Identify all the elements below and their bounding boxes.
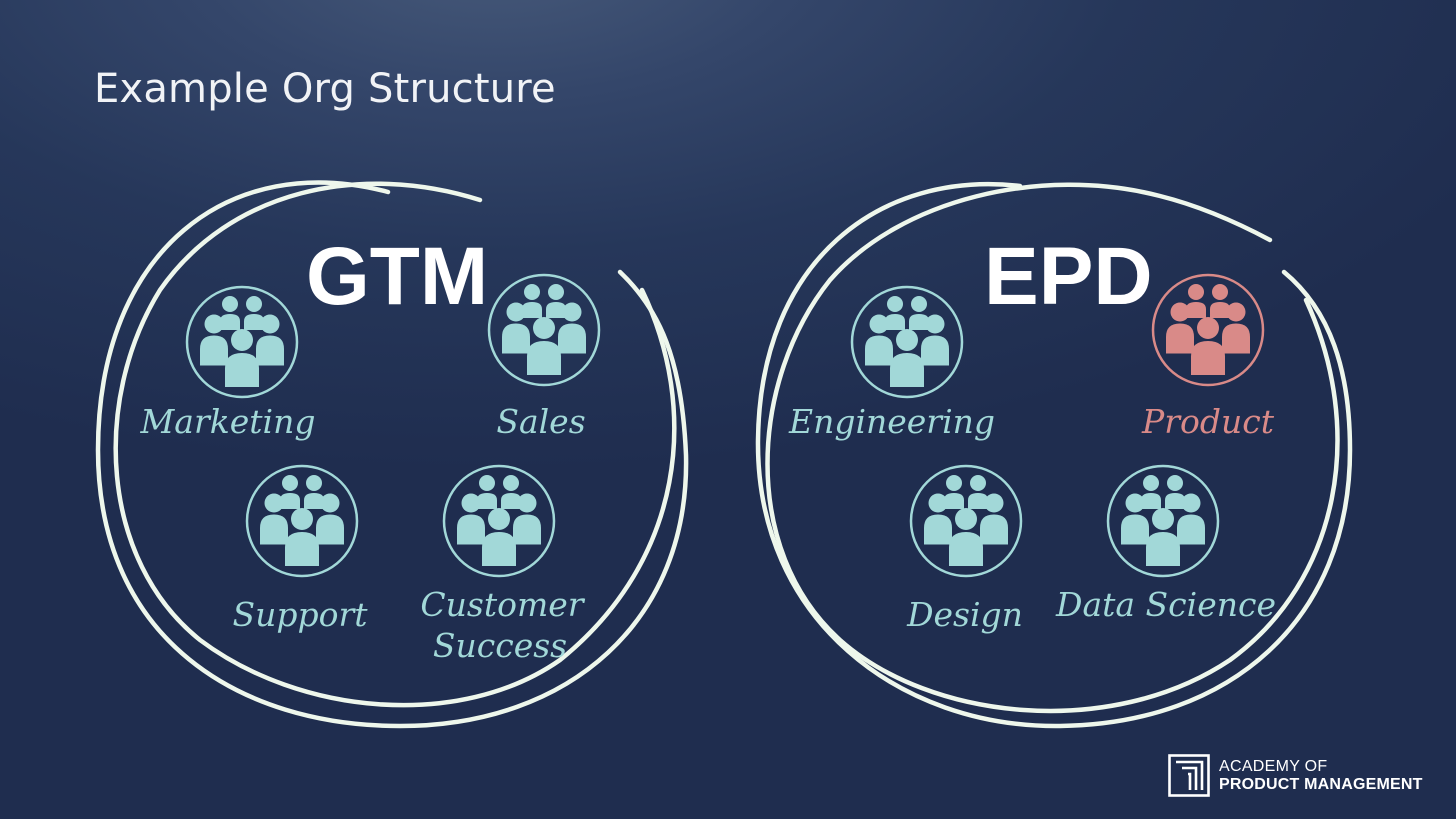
support-people-icon [245, 464, 359, 578]
team-label-sales: Sales [496, 402, 586, 441]
academy-logo-icon [1168, 754, 1210, 797]
epd-ring-outer [755, 182, 1353, 729]
epd-group-title: EPD [984, 231, 1153, 322]
academy-logo: ACADEMY OF PRODUCT MANAGEMENT [1168, 754, 1423, 797]
gtm-ring-inner [113, 181, 677, 708]
product-people-icon [1151, 273, 1265, 387]
team-label-engineering: Engineering [788, 402, 996, 441]
logo-line-1: ACADEMY OF [1219, 757, 1328, 775]
team-label-customer-success-line2: Success [432, 626, 568, 665]
data-science-people-icon [1106, 464, 1220, 578]
gtm-group-title: GTM [306, 231, 489, 322]
sales-people-icon [487, 273, 601, 387]
design-people-icon [909, 464, 1023, 578]
team-label-marketing: Marketing [140, 402, 316, 441]
team-label-product: Product [1142, 402, 1274, 441]
logo-line-2: PRODUCT MANAGEMENT [1219, 775, 1423, 793]
customer-success-people-icon [442, 464, 556, 578]
team-label-data-science: Data Science [1056, 585, 1276, 624]
team-label-design: Design [907, 595, 1023, 634]
team-label-support: Support [232, 595, 368, 634]
marketing-people-icon [185, 285, 299, 399]
engineering-people-icon [850, 285, 964, 399]
epd-ring-inner [765, 182, 1340, 714]
page-title: Example Org Structure [94, 66, 556, 112]
gtm-ring-outer [95, 180, 689, 729]
team-label-customer-success-line1: Customer [420, 585, 584, 624]
